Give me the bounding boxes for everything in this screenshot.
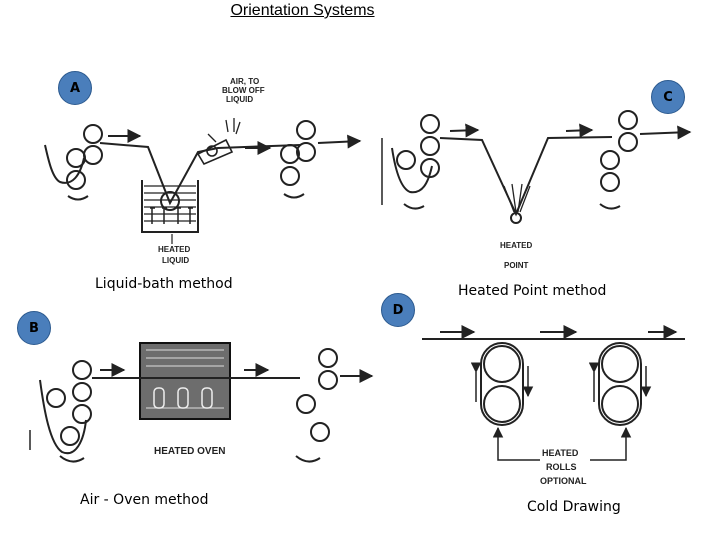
c-draw-roll-middle	[618, 132, 638, 152]
badge-b: B	[17, 311, 51, 345]
badge-c: C	[651, 80, 685, 114]
heated-liquid-line-1: HEATED	[158, 245, 191, 254]
b-roll-top	[72, 360, 92, 380]
heated-point-line-2: POINT	[504, 261, 529, 270]
b-draw-roll-middle	[318, 370, 338, 390]
draw-roll-middle	[296, 142, 316, 162]
caption-heated-point: Heated Point method	[458, 283, 607, 299]
b-draw-roll-top	[318, 348, 338, 368]
heated-rolls-line-2: ROLLS	[546, 462, 577, 472]
heated-point-diagram	[381, 110, 692, 224]
exit-arrow-a	[317, 134, 362, 149]
oven-heaters	[153, 387, 213, 409]
air-nozzle	[196, 138, 234, 166]
bath-roll	[160, 191, 180, 211]
left-roll-group-film-b	[39, 379, 87, 455]
liquid-bath-diagram	[44, 118, 362, 244]
d-right-roll-housing	[598, 342, 642, 426]
left-roll-group-film	[44, 144, 85, 184]
heated-point-line-1: HEATED	[500, 241, 533, 250]
d-right-roll-top	[601, 345, 639, 383]
heated-point-tip	[510, 212, 522, 224]
b-roll-left	[46, 388, 66, 408]
air-oven-diagram	[29, 342, 374, 463]
feed-roll-top	[83, 124, 103, 144]
b-rotation-arrow-left	[59, 455, 85, 463]
draw-roll-top	[296, 120, 316, 140]
left-roll-group-film-c	[391, 147, 433, 194]
film-path-c	[439, 136, 613, 217]
rotation-arrow-right	[283, 193, 305, 199]
heated-point-rays	[503, 183, 531, 213]
c-exit-arrow	[639, 125, 692, 140]
c-draw-roll-left	[600, 150, 620, 170]
c-roll-upper	[420, 136, 440, 156]
b-roll-upper	[72, 382, 92, 402]
c-draw-roll-bottom	[600, 172, 620, 192]
b-roll-bottom	[60, 426, 80, 446]
b-draw-roll-bottom	[310, 422, 330, 442]
page-title: Orientation Systems	[230, 2, 375, 19]
c-roll-left	[396, 150, 416, 170]
heated-rolls-leader-right	[590, 426, 632, 461]
feed-roll-middle	[83, 145, 103, 165]
air-roll	[206, 145, 218, 157]
c-direction-arrow-2	[565, 123, 594, 138]
draw-roll-left	[280, 144, 300, 164]
badge-a: A	[58, 71, 92, 105]
heated-rolls-line-1: HEATED	[542, 448, 579, 458]
heater-elements	[150, 207, 193, 224]
feed-roll-bottom	[66, 170, 86, 190]
d-left-roll-housing	[480, 342, 524, 426]
heated-rolls-leader-left	[492, 426, 540, 461]
d-right-roll-bottom	[601, 385, 639, 423]
caption-cold-drawing: Cold Drawing	[527, 499, 621, 515]
film-path-a	[99, 142, 301, 206]
badge-d: D	[381, 293, 415, 327]
air-note-line-2: BLOW OFF	[222, 86, 265, 95]
air-note-line-1: AIR, TO	[230, 77, 259, 86]
d-left-roll-bottom	[483, 385, 521, 423]
caption-air-oven: Air - Oven method	[80, 492, 209, 508]
liquid-tank	[141, 180, 199, 233]
b-roll-lower	[72, 404, 92, 424]
rotation-arrow-left	[67, 195, 89, 201]
air-note-line-3: LIQUID	[226, 95, 253, 104]
heated-oven-label: HEATED OVEN	[154, 446, 226, 457]
c-draw-roll-top	[618, 110, 638, 130]
air-jets	[207, 118, 241, 143]
c-rotation-arrow-right	[599, 203, 621, 210]
c-roll-top	[420, 114, 440, 134]
c-rotation-arrow-left	[403, 203, 425, 210]
b-draw-roll-left	[296, 394, 316, 414]
heated-liquid-line-2: LIQUID	[162, 256, 189, 265]
b-rotation-arrow-right	[295, 455, 321, 463]
draw-roll-bottom	[280, 166, 300, 186]
cold-drawing-diagram	[422, 325, 685, 461]
caption-liquid-bath: Liquid-bath method	[95, 276, 233, 292]
d-left-roll-top	[483, 345, 521, 383]
heated-rolls-line-3: OPTIONAL	[540, 476, 587, 486]
c-roll-lower	[420, 158, 440, 178]
c-direction-arrow-1	[449, 123, 480, 138]
feed-roll-left	[66, 148, 86, 168]
